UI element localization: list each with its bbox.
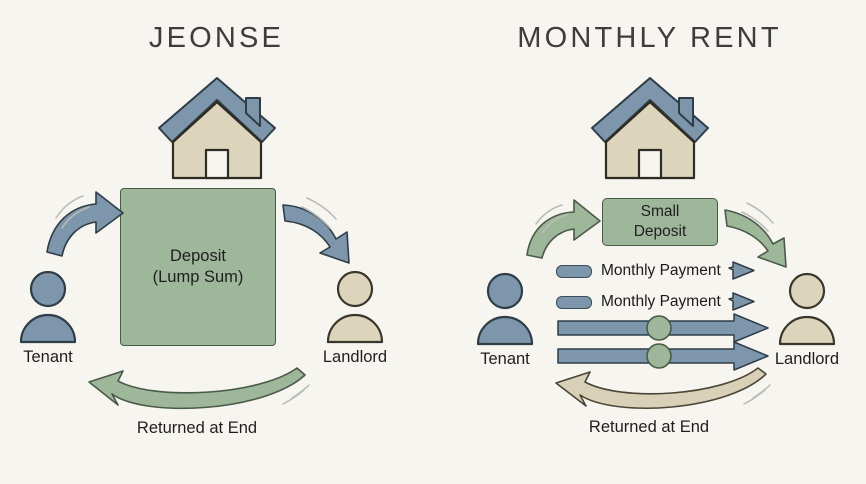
person-icon-landlord xyxy=(777,272,837,346)
payment-pill-icon xyxy=(556,264,592,278)
payment-row-label: Monthly Payment xyxy=(601,262,721,279)
house-icon xyxy=(154,72,280,184)
person-label-landlord: Landlord xyxy=(774,350,840,368)
payment-row-label: Monthly Payment xyxy=(601,293,721,310)
payment-row: Monthly Payment xyxy=(556,291,721,313)
deposit-box-small-deposit: Small Deposit xyxy=(602,198,718,246)
payment-pill-icon xyxy=(556,295,592,309)
person-icon-tenant xyxy=(475,272,535,346)
deposit-line-2: (Lump Sum) xyxy=(152,268,244,286)
caption-returned-at-end: Returned at End xyxy=(136,419,258,437)
person-label-tenant: Tenant xyxy=(23,348,73,366)
caption-returned-at-end: Returned at End xyxy=(588,418,710,436)
person-icon-tenant xyxy=(18,270,78,344)
panel-jeonse: JEONSE Deposit (Lump Sum) T xyxy=(18,22,388,437)
panel-monthly-rent: MONTHLY RENT Tenant Landlord xyxy=(433,0,866,484)
deposit-box-lump-sum: Deposit (Lump Sum) xyxy=(120,188,276,346)
deposit-line-1: Small xyxy=(640,203,680,221)
panel-title-monthly-rent: MONTHLY RENT xyxy=(517,22,782,54)
deposit-line-2: Deposit xyxy=(633,223,687,240)
person-label-landlord: Landlord xyxy=(322,348,388,366)
deposit-line-1: Deposit xyxy=(170,246,226,265)
payment-row: Monthly Payment xyxy=(556,260,721,282)
person-label-tenant: Tenant xyxy=(480,350,530,368)
person-icon-landlord xyxy=(325,270,385,344)
house-icon xyxy=(587,72,713,184)
panel-title-jeonse: JEONSE xyxy=(148,22,285,54)
